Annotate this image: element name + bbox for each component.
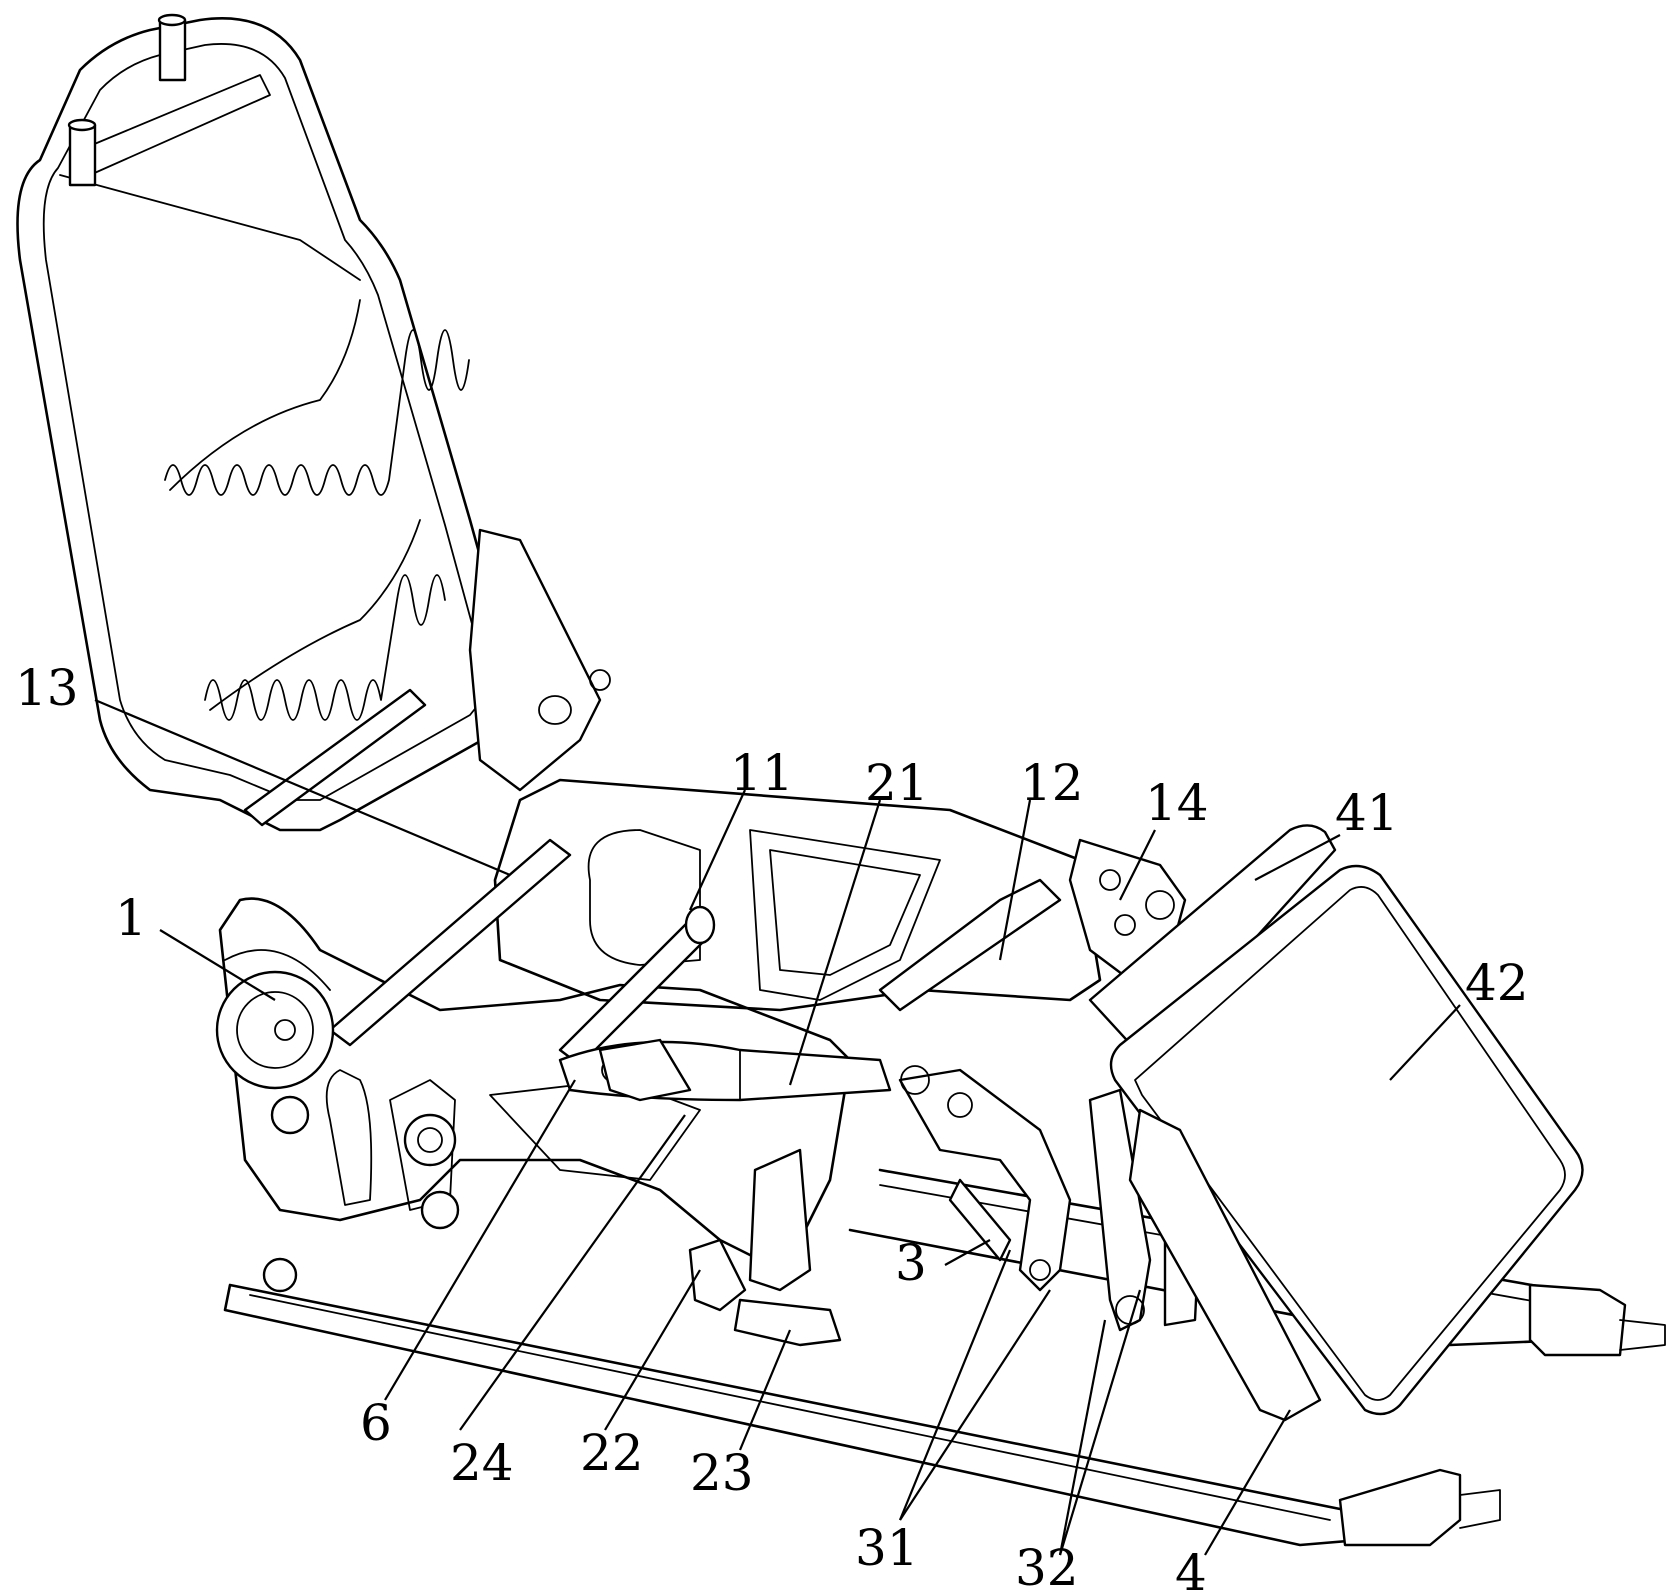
label-24: 24 <box>450 1434 514 1492</box>
label-1: 1 <box>115 889 147 947</box>
label-6: 6 <box>360 1394 392 1452</box>
upper-link-bracket <box>470 530 610 790</box>
serpentine-spring-upper <box>165 300 469 495</box>
label-14: 14 <box>1145 774 1209 832</box>
label-4: 4 <box>1175 1544 1207 1596</box>
pivot-holes <box>264 1097 458 1291</box>
front-crossbar-13 <box>330 840 570 1045</box>
label-3: 3 <box>895 1234 927 1292</box>
back-crossbar <box>245 690 425 825</box>
label-12: 12 <box>1020 754 1084 812</box>
label-41: 41 <box>1335 784 1399 842</box>
label-42: 42 <box>1465 954 1529 1012</box>
handle-23 <box>735 1150 840 1345</box>
label-21: 21 <box>865 754 929 812</box>
rear-torque-tube-12 <box>880 880 1060 1010</box>
torque-tube-11 <box>560 907 714 1065</box>
label-23: 23 <box>690 1444 754 1502</box>
label-22: 22 <box>580 1424 644 1482</box>
motor-pivot-1 <box>217 950 333 1088</box>
label-13: 13 <box>15 659 79 717</box>
label-31: 31 <box>855 1519 919 1577</box>
label-11: 11 <box>730 744 794 802</box>
label-32: 32 <box>1015 1539 1079 1596</box>
